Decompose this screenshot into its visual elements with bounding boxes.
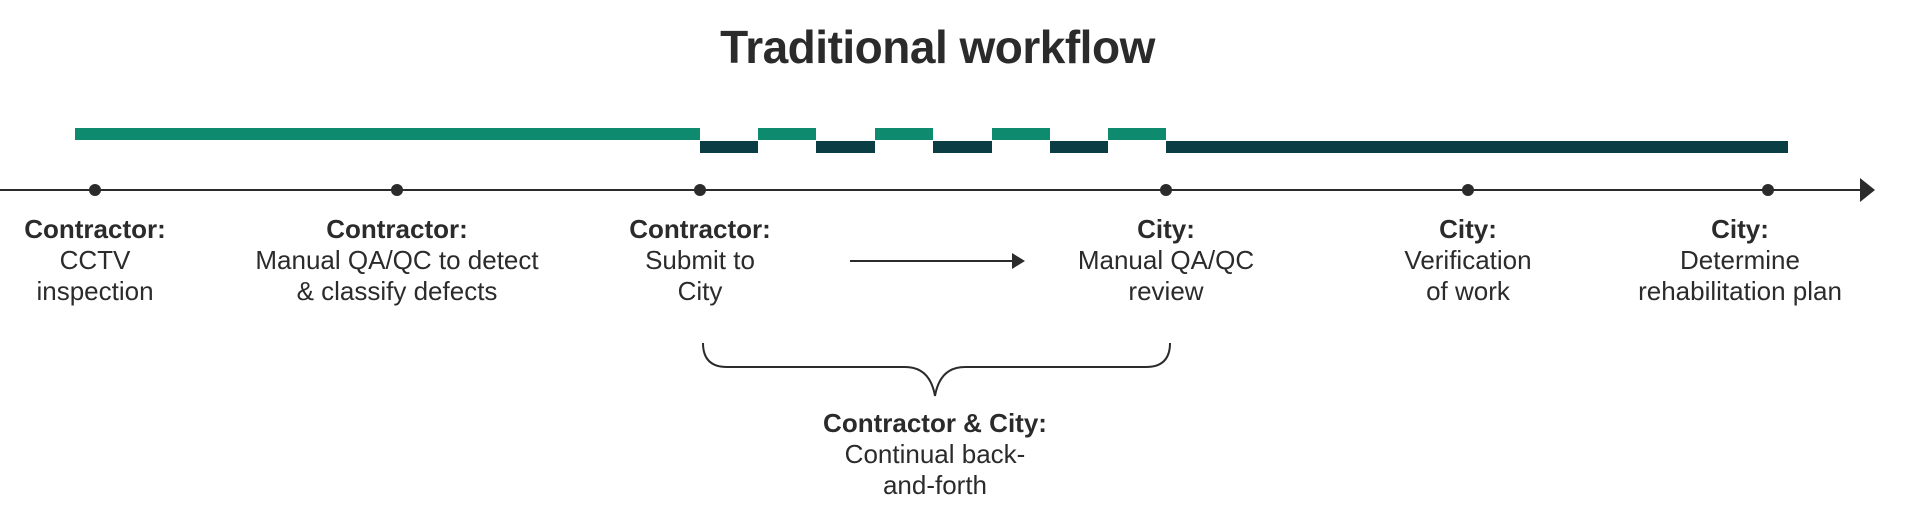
step-actor: City: [1439, 214, 1497, 244]
step-actor: City: [1137, 214, 1195, 244]
step-verification-of-work: City: Verification of work [1288, 214, 1648, 307]
step-description: Manual QA/QC review [1077, 245, 1255, 306]
city-bar-segment [816, 141, 875, 153]
city-bar-segment [933, 141, 992, 153]
step-marker [391, 184, 403, 196]
step-city-qaqc-review: City: Manual QA/QC review [986, 214, 1346, 307]
step-marker [694, 184, 706, 196]
flow-arrow-head [1012, 253, 1025, 269]
contractor-bar-segment [1108, 128, 1166, 140]
city-bar [700, 141, 1788, 153]
step-marker [89, 184, 101, 196]
contractor-bar [75, 128, 1166, 140]
step-actor: City: [1711, 214, 1769, 244]
step-submit-to-city: Contractor: Submit to City [520, 214, 880, 307]
step-marker [1462, 184, 1474, 196]
loop-description: Continual back- and-forth [844, 439, 1026, 500]
step-rehabilitation-plan: City: Determine rehabilitation plan [1560, 214, 1920, 307]
step-actor: Contractor: [629, 214, 771, 244]
step-description: Verification of work [1404, 245, 1532, 306]
loop-actor: Contractor & City: [823, 408, 1047, 438]
step-markers [89, 184, 1774, 196]
contractor-bar-solid [75, 128, 700, 140]
loop-label: Contractor & City: Continual back- and-f… [755, 408, 1115, 501]
city-bar-segment [700, 141, 758, 153]
loop-brace [702, 342, 1171, 397]
contractor-bar-segment [758, 128, 816, 140]
city-bar-solid [1166, 141, 1788, 153]
step-actor: Contractor: [24, 214, 166, 244]
step-manual-qaqc-detect: Contractor: Manual QA/QC to detect & cla… [217, 214, 577, 307]
step-cctv-inspection: Contractor: CCTV inspection [0, 214, 275, 307]
step-description: Determine rehabilitation plan [1638, 245, 1842, 306]
step-actor: Contractor: [326, 214, 468, 244]
diagram-title: Traditional workflow [720, 21, 1155, 73]
step-description: CCTV inspection [36, 245, 154, 306]
contractor-bar-segment [992, 128, 1050, 140]
step-marker [1160, 184, 1172, 196]
step-description: Submit to City [645, 245, 755, 306]
axis-arrow-head [1860, 178, 1875, 202]
step-description: Manual QA/QC to detect & classify defect… [255, 245, 539, 306]
contractor-bar-segment [875, 128, 933, 140]
step-marker [1762, 184, 1774, 196]
city-bar-segment [1050, 141, 1108, 153]
